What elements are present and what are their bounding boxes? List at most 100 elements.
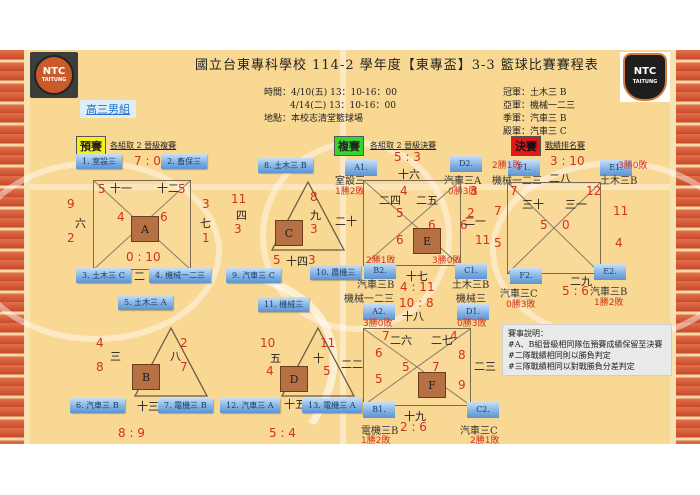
game-number: 十一: [110, 182, 132, 195]
game-number: 五: [270, 352, 281, 365]
score: 8: [458, 348, 466, 362]
record: 3勝0敗: [432, 256, 462, 266]
team-name: 汽車三C: [500, 289, 538, 300]
record: 2勝1敗: [470, 436, 500, 444]
game-number: 六: [75, 217, 86, 230]
rules-line: #二隊戰績相同則以勝負判定: [508, 351, 611, 360]
score: 4 : 11: [400, 280, 435, 294]
record: 0勝3敗: [506, 300, 536, 310]
team-7: 7. 電機三 B: [158, 398, 213, 413]
game-number: 二五: [416, 194, 438, 207]
runner-up: 亞軍：機械一二三: [503, 101, 576, 111]
record: 0勝3敗: [448, 187, 478, 197]
team-name: 汽車三B: [357, 280, 395, 291]
rules-line: #三隊戰績相同以對戰勝負分差判定: [508, 362, 635, 371]
score: 5 : 4: [269, 426, 296, 440]
score: 7: [180, 360, 188, 374]
score: 8 : 9: [118, 426, 145, 440]
score: 7 : 0: [134, 154, 161, 168]
score: 5 : 3: [394, 150, 421, 164]
game-number: 八: [170, 350, 181, 363]
final-box: [507, 182, 601, 274]
stage-repechage-note: 各組取 2 晉級決賽: [370, 141, 437, 150]
score: 5 : 6: [562, 284, 589, 298]
group-c-label: C: [275, 220, 303, 246]
stage-prelim-note: 各組取 2 晉級複賽: [110, 141, 177, 150]
seed-f1: F1.: [508, 160, 540, 176]
seed-d1: D1.: [457, 304, 489, 320]
game-number: 二四: [379, 194, 401, 207]
group-title: 高三男組: [80, 100, 136, 118]
score: 5: [323, 364, 331, 378]
game-number: 二二: [341, 358, 363, 371]
team-name: 室設三: [335, 176, 365, 187]
page-title: 國立台東專科學校 114-2 學年度【東專盃】3-3 籃球比賽賽程表: [195, 58, 599, 73]
score: 12: [586, 184, 602, 198]
game-number: 三: [110, 350, 121, 363]
group-b-label: B: [132, 364, 160, 390]
score: 8: [310, 190, 318, 204]
score: 11: [475, 233, 491, 247]
game-number: 二七: [431, 334, 453, 347]
team-10: 10. 農機三: [310, 265, 362, 280]
score: 3: [308, 253, 316, 267]
game-number: 十九: [404, 410, 426, 423]
team-5: 5. 土木三 A: [118, 295, 173, 310]
group-d-label: D: [280, 366, 308, 392]
team-name: 機械一二三: [344, 294, 394, 305]
score: 10: [260, 336, 276, 350]
game-number: 十八: [402, 310, 424, 323]
score: 6: [396, 233, 404, 247]
game-number: 十七: [406, 270, 428, 283]
score: 5: [494, 236, 502, 250]
stage-final-note: 戰績排名賽: [545, 141, 585, 150]
score: 3: [234, 222, 242, 236]
score: 4: [450, 329, 458, 343]
court-line: [30, 184, 670, 190]
stage-final: 決賽: [511, 136, 541, 156]
time-line-2: 4/14(二) 13：10-16：00: [290, 101, 396, 111]
game-number: 十六: [398, 168, 420, 181]
team-name: 汽車三C: [460, 426, 498, 437]
team-9: 9. 汽車三 C: [226, 268, 281, 283]
score: 3: [310, 222, 318, 236]
bracket-lines: [364, 329, 470, 405]
team-12: 12. 汽車三 A: [220, 398, 280, 413]
game-number: 十四: [286, 255, 308, 268]
record: 2勝1敗: [366, 256, 396, 266]
game-number: 九: [310, 209, 321, 222]
score: 3: [202, 197, 210, 211]
game-number: 七: [200, 217, 211, 230]
score: 0 : 10: [126, 250, 161, 264]
group-e-box: [363, 180, 461, 266]
seed-c1: C1.: [455, 263, 487, 279]
third-place: 季軍：汽車三 B: [503, 114, 567, 124]
team-name: 電機三B: [361, 426, 399, 437]
score: 11: [613, 204, 629, 218]
record: 0勝3敗: [457, 319, 487, 329]
team-name: 土木三B: [452, 280, 490, 291]
score: 3: [470, 184, 478, 198]
game-number: 二: [134, 270, 145, 283]
seed-a1: A1.: [345, 160, 377, 176]
group-f-label: F: [418, 372, 446, 398]
score: 8: [96, 360, 104, 374]
seed-c2: C2.: [467, 402, 499, 418]
record: 2勝1敗: [492, 161, 522, 171]
rules-line: #A、B組晉級相同隊伍預賽成績保留至決賽: [508, 340, 663, 349]
score: 11: [231, 192, 247, 206]
group-b-triangle: [133, 326, 209, 397]
score: 4: [615, 236, 623, 250]
stage-prelim: 預賽: [76, 136, 106, 156]
record: 3勝0敗: [618, 161, 648, 171]
team-4: 4. 機械一二三: [149, 268, 212, 283]
score: 7: [382, 329, 390, 343]
score: 4: [400, 184, 408, 198]
score: 6: [375, 346, 383, 360]
stage-repechage: 複賽: [334, 136, 364, 156]
